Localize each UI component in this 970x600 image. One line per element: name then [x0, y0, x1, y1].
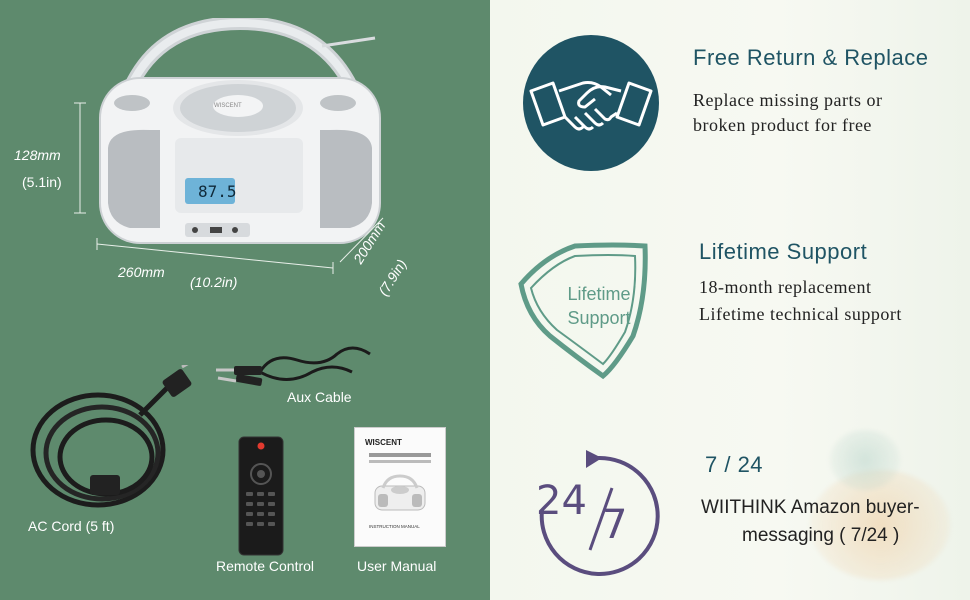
handshake-icon: [523, 35, 659, 171]
feature-title-free-return: Free Return & Replace: [693, 45, 929, 70]
feature-title-lifetime-support: Lifetime Support: [699, 239, 868, 264]
feature-line: 18-month replacement: [699, 277, 872, 297]
clock-7-text: 7: [602, 502, 628, 548]
shield-text-line1: Lifetime: [567, 284, 631, 304]
ac-cord-label: AC Cord (5 ft): [28, 518, 115, 534]
feature-line: messaging ( 7/24 ): [742, 525, 900, 546]
remote-control-icon: [238, 436, 284, 556]
user-manual-label: User Manual: [357, 558, 437, 574]
shield-icon: [518, 242, 648, 380]
user-manual-cover: WISCENT INSTRUCTION MANUAL: [354, 427, 446, 547]
manual-brand: WISCENT: [365, 438, 402, 447]
feature-title-7-24: 7 / 24: [705, 452, 764, 477]
aux-cable-label: Aux Cable: [287, 389, 352, 405]
feature-line: Lifetime technical support: [699, 304, 902, 324]
device-brand: WISCENT: [214, 103, 242, 109]
aux-cable-icon: [216, 346, 371, 386]
feature-line: WIITHINK Amazon buyer-: [701, 497, 920, 518]
feature-line: broken product for free: [693, 115, 872, 135]
shield-text-line2: Support: [567, 308, 631, 328]
manual-boombox-icon: [374, 474, 426, 511]
lcd-display: 87.5: [198, 182, 237, 201]
remote-control-label: Remote Control: [216, 558, 315, 574]
service-panel: Free Return & Replace Replace missing pa…: [490, 0, 970, 600]
height-in: (5.1in): [22, 174, 62, 190]
feature-line: Replace missing parts or: [693, 90, 883, 110]
width-mm: 260mm: [118, 264, 165, 280]
height-mm: 128mm: [14, 147, 61, 163]
clock-24-text: 24: [536, 478, 587, 524]
width-in: (10.2in): [190, 274, 238, 290]
cd-boombox-illustration: [99, 18, 381, 244]
ac-cord-icon: [30, 365, 192, 508]
clock-24-7-icon: [539, 450, 660, 576]
product-panel: 87.5 WISCENT 128mm (5.1in) 260mm (10.2in…: [14, 18, 446, 574]
manual-heading: INSTRUCTION MANUAL: [369, 524, 420, 529]
dimension-lines: [74, 102, 384, 274]
